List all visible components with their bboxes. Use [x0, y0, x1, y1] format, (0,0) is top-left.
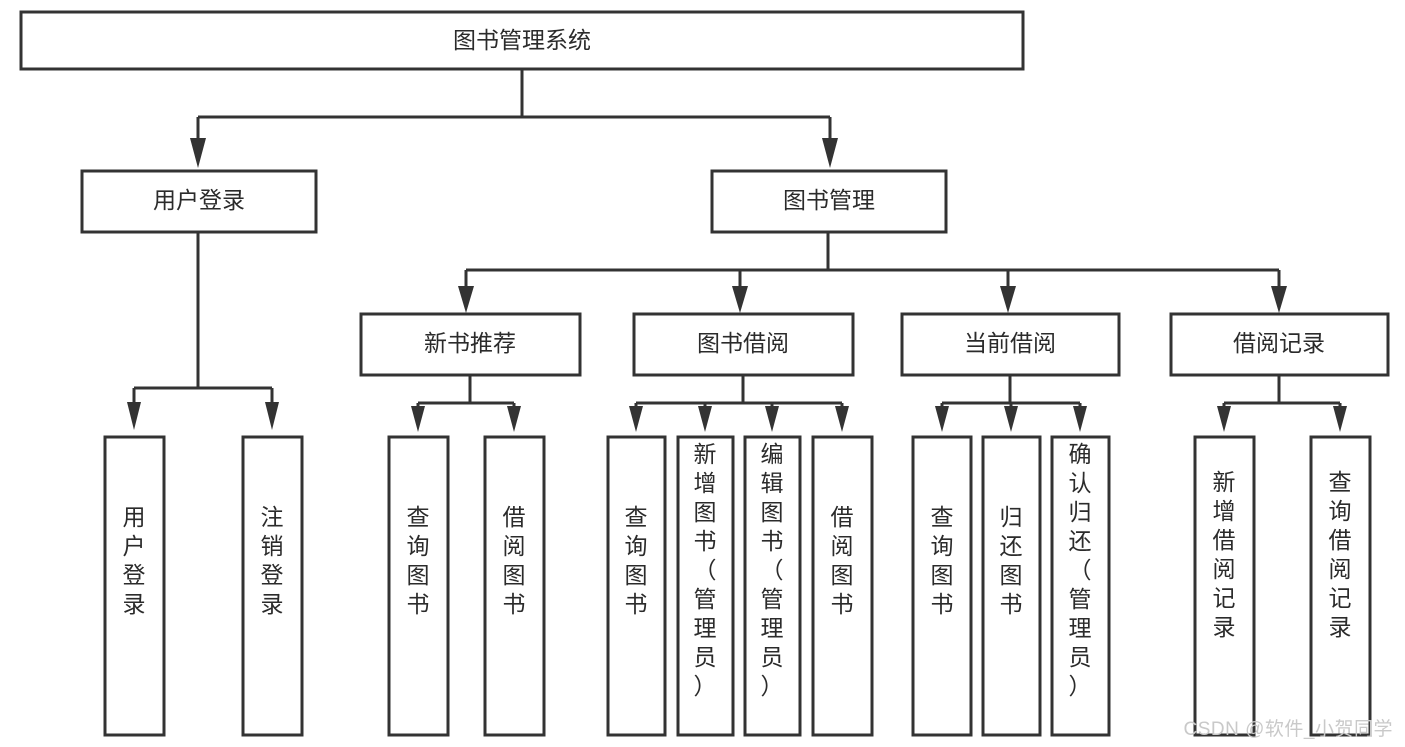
connector-group-current-borrow [935, 376, 1087, 432]
connector-group-book-borrow [629, 376, 849, 432]
arrowhead-leaf-add-book [698, 406, 712, 432]
node-leaf-logout-login[interactable]: 注销登录 [241, 435, 304, 737]
node-leaf-query-book-1[interactable]: 查询图书 [387, 435, 450, 737]
arrowhead-leaf-borrow-book-2 [835, 406, 849, 432]
arrowhead-leaf-query-book-3 [935, 406, 949, 432]
watermark-text: CSDN @软件_小贺同学 [1183, 719, 1393, 740]
arrowhead-leaf-user-login [127, 402, 141, 430]
node-new-book-recommend-box[interactable] [359, 312, 582, 377]
node-leaf-query-book-2[interactable]: 查询图书 [606, 435, 667, 737]
arrowhead-leaf-query-book-2 [629, 406, 643, 432]
node-borrow-record-label: 借阅记录 [1233, 330, 1325, 356]
node-leaf-query-book-3[interactable]: 查询图书 [911, 435, 973, 737]
node-root-box[interactable] [19, 10, 1025, 71]
connector-group-borrow-record [1217, 376, 1347, 432]
node-leaf-borrow-book-1[interactable]: 借阅图书 [483, 435, 546, 737]
node-root-label: 图书管理系统 [453, 27, 591, 53]
node-leaf-user-login-box[interactable] [103, 435, 166, 737]
node-leaf-user-login[interactable]: 用户登录 [103, 435, 166, 737]
arrowhead-book-borrow [732, 286, 748, 313]
node-borrow-record[interactable]: 借阅记录 [1169, 312, 1390, 377]
connector-group-book-management [458, 233, 1287, 313]
node-book-borrow[interactable]: 图书借阅 [632, 312, 855, 377]
node-leaf-borrow-book-2-label: 借阅图书 [831, 504, 854, 617]
node-leaf-return-book[interactable]: 归还图书 [981, 435, 1042, 737]
arrowhead-leaf-logout-login [265, 402, 279, 430]
node-book-borrow-label: 图书借阅 [697, 330, 789, 356]
node-user-login-box[interactable] [80, 169, 318, 234]
node-leaf-borrow-book-1-label: 借阅图书 [503, 504, 526, 617]
node-book-management-box[interactable] [710, 169, 948, 234]
node-leaf-query-borrow-record[interactable]: 查询借阅记录 [1309, 435, 1372, 737]
arrowhead-borrow-record [1271, 286, 1287, 313]
node-new-book-recommend[interactable]: 新书推荐 [359, 312, 582, 377]
arrowhead-new-book-recommend [458, 286, 474, 313]
arrowhead-leaf-confirm-return [1073, 406, 1087, 432]
node-leaf-add-borrow-record[interactable]: 新增借阅记录 [1193, 435, 1256, 737]
arrowhead-leaf-borrow-book-1 [507, 406, 521, 432]
node-user-login[interactable]: 用户登录 [80, 169, 318, 234]
connector-group-user-login [127, 233, 279, 430]
node-leaf-add-book-box[interactable] [676, 435, 735, 737]
node-leaf-return-book-label: 归还图书 [1000, 504, 1023, 617]
arrowhead-leaf-edit-book [765, 406, 779, 432]
node-leaf-borrow-book-1-box[interactable] [483, 435, 546, 737]
node-leaf-query-book-1-box[interactable] [387, 435, 450, 737]
node-leaf-logout-login-box[interactable] [241, 435, 304, 737]
node-leaf-query-book-1-label: 查询图书 [407, 504, 430, 617]
node-leaf-confirm-return[interactable]: 确认归还（管理员） [1050, 435, 1111, 737]
node-book-management[interactable]: 图书管理 [710, 169, 948, 234]
arrowhead-current-borrow [1000, 286, 1016, 313]
node-leaf-add-book[interactable]: 新增图书（管理员） [676, 435, 735, 737]
node-current-borrow-label: 当前借阅 [964, 330, 1056, 356]
node-leaf-query-borrow-record-label: 查询借阅记录 [1329, 469, 1352, 640]
node-leaf-logout-login-label: 注销登录 [261, 504, 284, 617]
arrowhead-leaf-query-book-1 [411, 406, 425, 432]
arrowhead-leaf-return-book [1004, 406, 1018, 432]
node-book-borrow-box[interactable] [632, 312, 855, 377]
arrowhead-leaf-query-borrow-record [1333, 406, 1347, 432]
node-current-borrow-box[interactable] [900, 312, 1121, 377]
arrowhead-book-management [822, 138, 838, 168]
node-leaf-query-book-3-box[interactable] [911, 435, 973, 737]
node-leaf-edit-book-label: 编辑图书（管理员） [761, 441, 784, 699]
node-leaf-edit-book[interactable]: 编辑图书（管理员） [743, 435, 802, 737]
arrowhead-leaf-add-borrow-record [1217, 406, 1231, 432]
node-leaf-borrow-book-2[interactable]: 借阅图书 [811, 435, 874, 737]
node-leaf-borrow-book-2-box[interactable] [811, 435, 874, 737]
node-leaf-confirm-return-label: 确认归还（管理员） [1069, 441, 1092, 699]
node-leaf-query-book-2-box[interactable] [606, 435, 667, 737]
node-leaf-user-login-label: 用户登录 [123, 504, 146, 617]
node-user-login-label: 用户登录 [153, 187, 245, 213]
node-current-borrow[interactable]: 当前借阅 [900, 312, 1121, 377]
connector-group-root [190, 69, 838, 168]
node-leaf-edit-book-box[interactable] [743, 435, 802, 737]
node-leaf-query-book-3-label: 查询图书 [931, 504, 954, 617]
node-leaf-query-book-2-label: 查询图书 [625, 504, 648, 617]
node-leaf-confirm-return-box[interactable] [1050, 435, 1111, 737]
node-leaf-add-book-label: 新增图书（管理员） [694, 441, 717, 699]
node-leaf-add-borrow-record-box[interactable] [1193, 435, 1256, 737]
node-book-management-label: 图书管理 [783, 187, 875, 213]
node-new-book-recommend-label: 新书推荐 [424, 330, 516, 356]
node-leaf-return-book-box[interactable] [981, 435, 1042, 737]
arrowhead-user-login [190, 138, 206, 168]
node-root[interactable]: 图书管理系统 [19, 10, 1025, 71]
node-borrow-record-box[interactable] [1169, 312, 1390, 377]
node-leaf-query-borrow-record-box[interactable] [1309, 435, 1372, 737]
connector-group-new-book-recommend [411, 376, 521, 432]
node-leaf-add-borrow-record-label: 新增借阅记录 [1213, 469, 1236, 640]
